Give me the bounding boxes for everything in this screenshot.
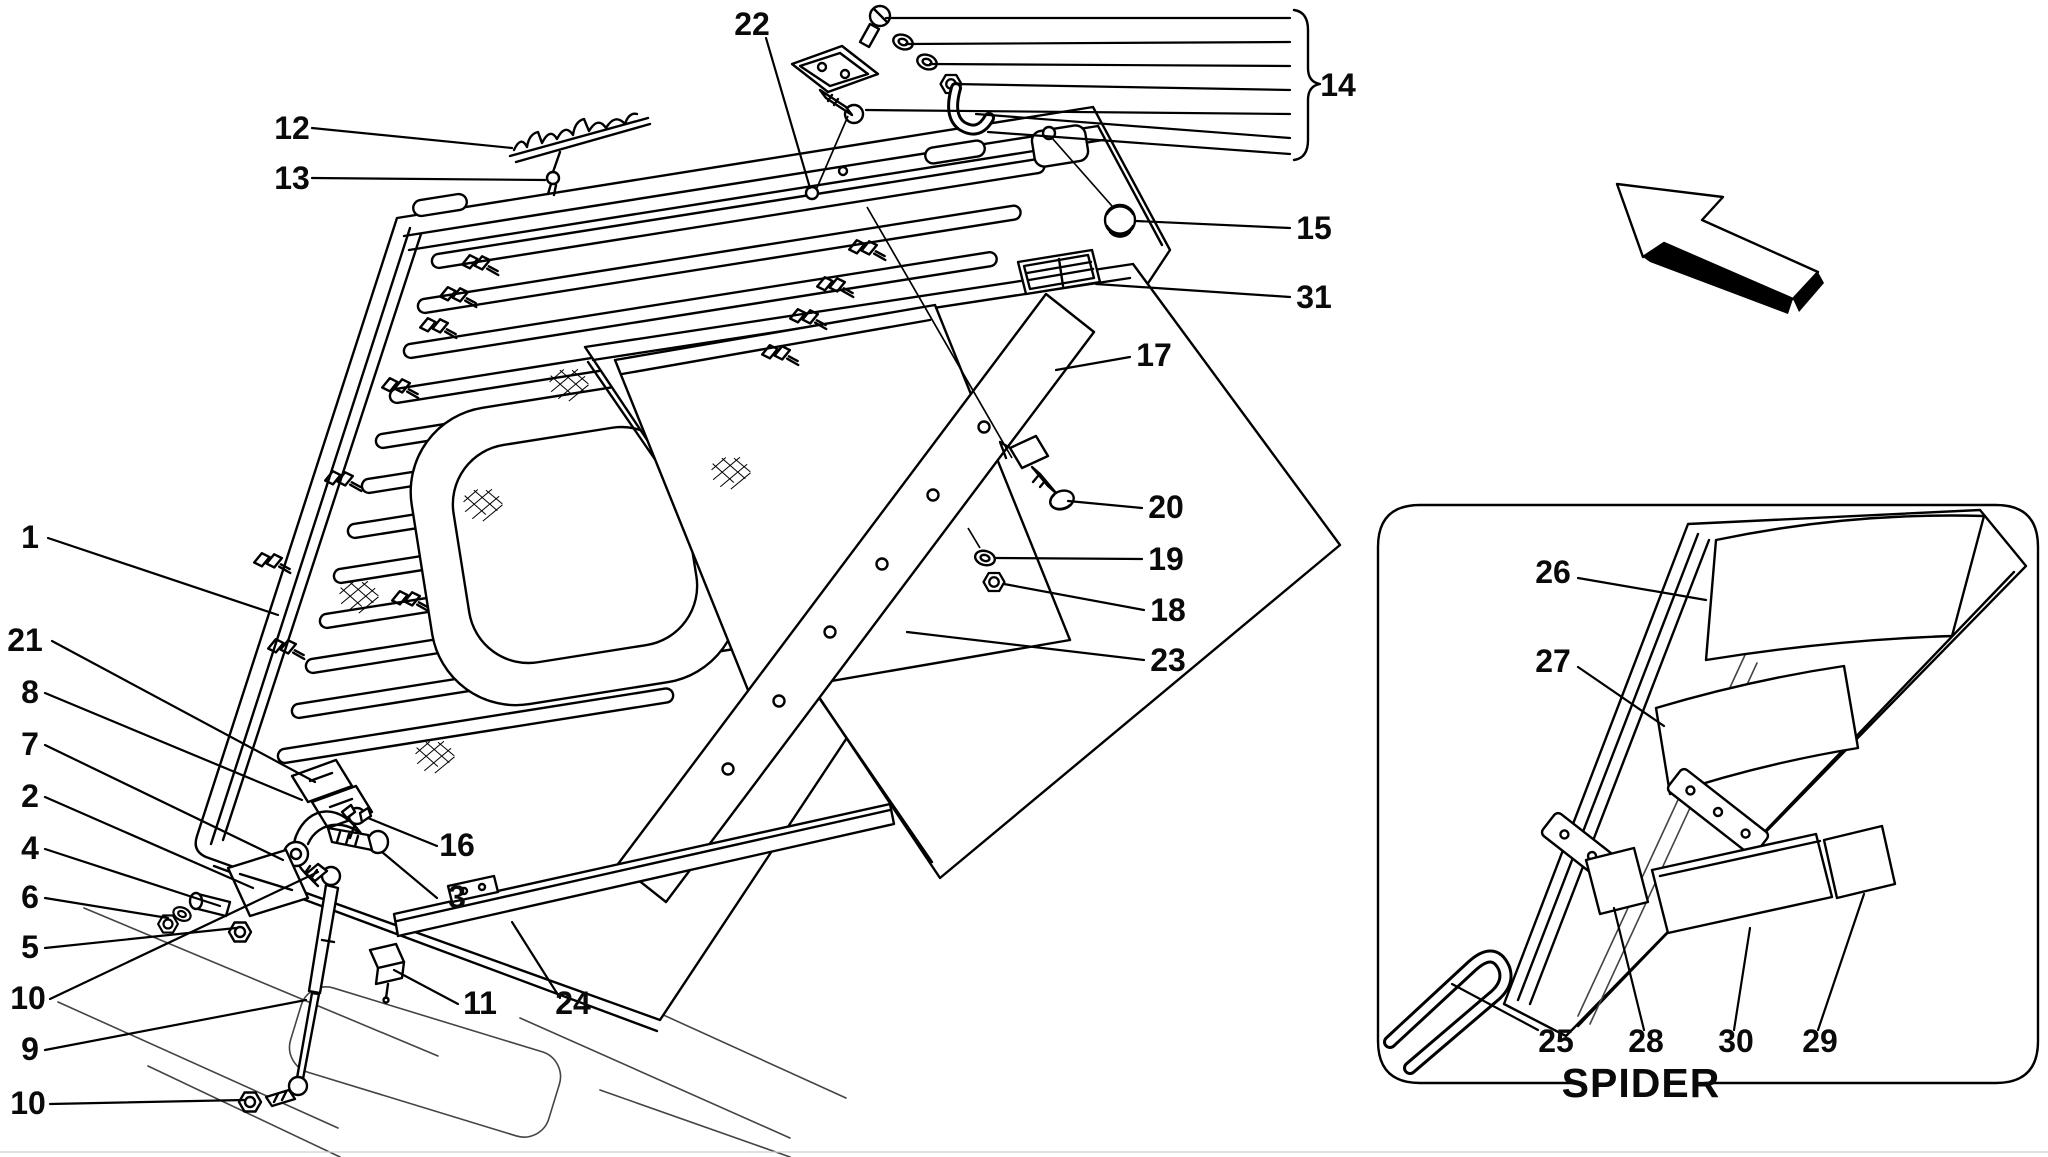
latch-plate-21 (290, 758, 354, 804)
part-label-11: 11 (463, 985, 497, 1021)
part-label-10b: 10 (10, 1085, 46, 1121)
alignment-line (866, 206, 1013, 459)
bolt-head (843, 103, 865, 125)
part-label-26: 26 (1535, 554, 1571, 590)
inset-leader-lines (1450, 576, 1866, 1032)
part-label-29: 29 (1802, 1023, 1838, 1059)
part-label-27: 27 (1535, 643, 1571, 679)
spec-plate (1016, 248, 1102, 296)
inset-part-labels: 26 27 25 28 30 29 (1535, 554, 1838, 1059)
part-label-5: 5 (21, 929, 39, 965)
part-label-14: 14 (1320, 67, 1356, 103)
part-label-13: 13 (274, 160, 310, 196)
part-label-31: 31 (1296, 279, 1332, 315)
leader-lines (43, 36, 1292, 1106)
spider-hood-art (1383, 508, 2028, 1075)
part-label-6: 6 (21, 879, 39, 915)
inset-border (1376, 503, 2040, 1085)
hatch-panel (613, 303, 1072, 697)
nut-5 (227, 921, 253, 943)
part-label-9: 9 (21, 1031, 39, 1067)
part-label-18: 18 (1150, 592, 1186, 628)
latch-hardware-group (790, 4, 1322, 191)
part-label-28: 28 (1628, 1023, 1664, 1059)
u-seal-25 (1383, 949, 1513, 1075)
emblem-pin (545, 150, 562, 197)
nut-10-bottom (237, 1091, 263, 1113)
part-label-15: 15 (1296, 210, 1332, 246)
part-label-2: 2 (21, 778, 39, 814)
brace-fan-lines (864, 16, 1292, 156)
trim-panel-27 (1654, 664, 1860, 796)
wing-bolt-16 (340, 803, 373, 840)
pad-30 (1650, 832, 1834, 935)
inset-caption: SPIDER (1562, 1060, 1721, 1106)
part-label-8: 8 (21, 674, 39, 710)
seal-strip (392, 802, 896, 938)
part-label-24: 24 (555, 985, 591, 1021)
part-label-12: 12 (274, 110, 310, 146)
ball-joint-bottom (287, 1075, 309, 1097)
part-label-20: 20 (1148, 489, 1184, 525)
part-labels: 1 21 8 7 2 4 6 5 10 9 10 12 13 22 14 15 … (7, 6, 1356, 1121)
part-label-1: 1 (21, 519, 39, 555)
part-label-16: 16 (439, 827, 475, 863)
frame-strip (616, 292, 1096, 904)
pad-28 (1584, 846, 1650, 916)
rear-screen-26 (1704, 514, 1986, 662)
spider-inset: 26 27 25 28 30 29 SPIDER (1376, 503, 2040, 1106)
clip-11 (368, 942, 406, 1004)
rubber-buffer (1051, 137, 1137, 238)
part-label-17: 17 (1136, 337, 1172, 373)
part-label-19: 19 (1148, 541, 1184, 577)
part-label-21: 21 (7, 622, 43, 658)
part-label-25: 25 (1538, 1023, 1574, 1059)
latch-plate-8 (310, 784, 374, 830)
part-label-30: 30 (1718, 1023, 1754, 1059)
part-label-7: 7 (21, 726, 39, 762)
part-label-4: 4 (21, 830, 39, 866)
frame-hardware (967, 465, 1075, 593)
part-label-22: 22 (734, 6, 770, 42)
right-curly-brace-icon (1292, 8, 1322, 162)
part-label-23: 23 (1150, 642, 1186, 678)
direction-arrow-icon (1615, 182, 1824, 314)
gas-strut (237, 862, 342, 1113)
latch-mount-bracket (1008, 434, 1050, 470)
part-label-10a: 10 (10, 980, 46, 1016)
pad-29 (1822, 824, 1897, 900)
part-label-3: 3 (448, 879, 466, 915)
emblem-script (508, 112, 652, 197)
nut-18 (982, 571, 1006, 593)
